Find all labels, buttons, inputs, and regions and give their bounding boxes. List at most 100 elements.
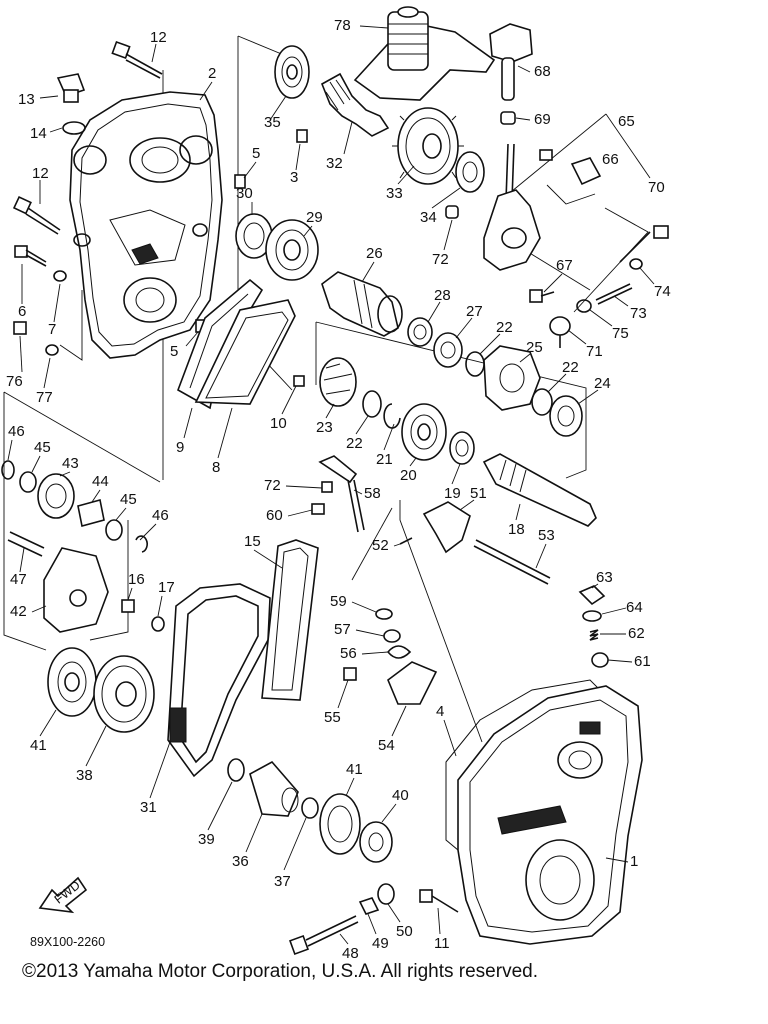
callout-33: 33 — [386, 185, 403, 202]
bolt-55 — [343, 667, 357, 681]
pin-52 — [399, 537, 413, 545]
callout-63: 63 — [596, 569, 613, 586]
bolt-65-small — [539, 149, 553, 161]
callout-69: 69 — [534, 111, 551, 128]
callout-49: 49 — [372, 935, 389, 952]
shift-fork-51 — [422, 501, 471, 554]
stopper-54 — [387, 661, 438, 705]
callout-1: 1 — [630, 853, 638, 870]
seal-8 — [194, 299, 296, 405]
seal-19 — [449, 431, 475, 465]
callout-16: 16 — [128, 571, 145, 588]
bearing-41-left — [47, 647, 97, 717]
callout-37: 37 — [274, 873, 291, 890]
callout-56: 56 — [340, 645, 357, 662]
callout-52: 52 — [372, 537, 389, 554]
rod-73 — [595, 283, 633, 305]
bolt-72-mid — [321, 481, 333, 493]
callout-55: 55 — [324, 709, 341, 726]
washer-74 — [629, 258, 643, 270]
callout-26: 26 — [366, 245, 383, 262]
callout-72-mid: 72 — [264, 477, 281, 494]
callout-4: 4 — [436, 703, 444, 720]
left-transmission-cover — [69, 91, 223, 359]
callout-47: 47 — [10, 571, 27, 588]
clip-46-right — [135, 535, 148, 553]
washer-45-left — [19, 471, 37, 493]
callout-46-left: 46 — [8, 423, 25, 440]
callout-15: 15 — [244, 533, 261, 550]
callout-28: 28 — [434, 287, 451, 304]
gear-36 — [249, 760, 299, 817]
washer-59 — [375, 608, 393, 620]
shaft-47 — [7, 531, 45, 557]
bolt-60 — [311, 503, 325, 515]
nut-49 — [358, 897, 380, 915]
plug-63 — [578, 585, 606, 606]
bolt-12-top — [111, 40, 163, 79]
boot-78 — [353, 6, 496, 101]
spring-62 — [589, 629, 599, 641]
callout-50: 50 — [396, 923, 413, 940]
gear-23 — [319, 357, 357, 407]
callout-22-top: 22 — [496, 319, 513, 336]
callout-19: 19 — [444, 485, 461, 502]
callout-46-right: 46 — [152, 507, 169, 524]
callout-76: 76 — [6, 373, 23, 390]
callout-45-right: 45 — [120, 491, 137, 508]
callout-21: 21 — [376, 451, 393, 468]
bolt-16 — [121, 599, 135, 613]
callout-71: 71 — [586, 343, 603, 360]
callout-5-mid: 5 — [170, 343, 178, 360]
callout-45-left: 45 — [34, 439, 51, 456]
gear-33 — [392, 107, 464, 185]
copyright-notice: ©2013 Yamaha Motor Corporation, U.S.A. A… — [22, 961, 538, 982]
callout-20: 20 — [400, 467, 417, 484]
callout-48: 48 — [342, 945, 359, 962]
callout-8: 8 — [212, 459, 220, 476]
callout-17: 17 — [158, 579, 175, 596]
washer-17 — [151, 616, 165, 632]
washer-22-lower — [362, 390, 382, 418]
washer-77 — [45, 344, 59, 356]
gear-38 — [93, 655, 155, 733]
bearing-43 — [37, 473, 75, 519]
callout-44: 44 — [92, 473, 109, 490]
callout-5-top: 5 — [252, 145, 260, 162]
callout-78: 78 — [334, 17, 351, 34]
bearing-20 — [401, 403, 447, 461]
washer-46-left — [1, 460, 15, 480]
callout-13: 13 — [18, 91, 35, 108]
washer-37 — [301, 797, 319, 819]
callout-30: 30 — [236, 185, 253, 202]
callout-29: 29 — [306, 209, 323, 226]
callout-34: 34 — [420, 209, 437, 226]
callout-31: 31 — [140, 799, 157, 816]
callout-67: 67 — [556, 257, 573, 274]
callout-12-left: 12 — [32, 165, 49, 182]
callout-72-top: 72 — [432, 251, 449, 268]
bolt-6 — [14, 245, 47, 267]
washer-64 — [582, 610, 602, 622]
callout-35: 35 — [264, 114, 281, 131]
washer-22-right — [531, 388, 553, 416]
part-callouts: 12 2 13 14 12 5 3 35 30 29 6 7 5 76 77 9… — [6, 17, 671, 962]
spring-56 — [387, 645, 412, 659]
o-ring-14 — [62, 121, 86, 135]
callout-77: 77 — [36, 389, 53, 406]
bolt-12-left — [12, 195, 61, 235]
callout-32: 32 — [326, 155, 343, 172]
bolt-70 — [619, 225, 669, 263]
bolt-67 — [529, 289, 555, 303]
callout-36: 36 — [232, 853, 249, 870]
bearing-29 — [265, 219, 319, 281]
bearing-35 — [274, 45, 310, 99]
callout-42: 42 — [10, 603, 27, 620]
callout-59: 59 — [330, 593, 347, 610]
fork-rod-53 — [473, 539, 551, 585]
callout-9: 9 — [176, 439, 184, 456]
callout-41-left: 41 — [30, 737, 47, 754]
washer-22-upper — [465, 351, 485, 377]
guide-15 — [261, 539, 319, 701]
